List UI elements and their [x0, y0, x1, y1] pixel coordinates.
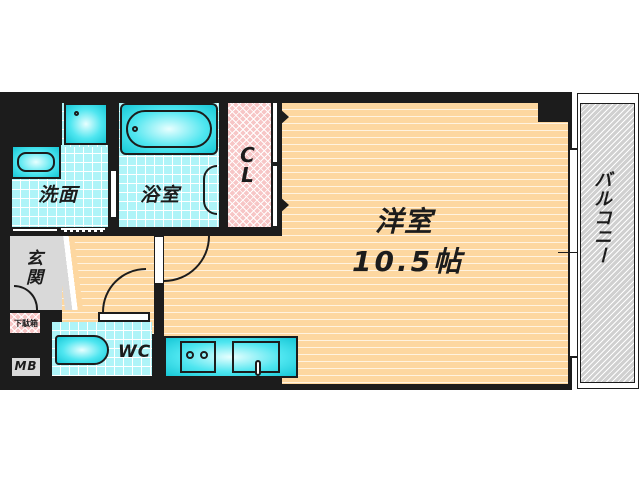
bathroom-partition: [110, 170, 117, 218]
entrance-label: 玄関: [26, 249, 44, 288]
bathroom-door[interactable]: [203, 165, 217, 215]
wash-basin-bowl: [17, 152, 55, 172]
closet-label: CL: [240, 143, 256, 187]
hall-wall: [154, 284, 164, 384]
bathroom-label: 浴室: [140, 184, 181, 206]
toilet-threshold: [98, 312, 150, 322]
western-room-floor: [282, 103, 568, 384]
washing-machine-drain-icon: [74, 111, 79, 116]
meter-box-label: MB: [14, 359, 38, 373]
washroom-threshold: [12, 228, 58, 232]
balcony: [580, 103, 635, 383]
bathtub-drain-icon: [132, 126, 138, 132]
toilet-label: WC: [118, 342, 152, 362]
burner-icon-left: [186, 351, 194, 359]
closet[interactable]: [228, 103, 272, 227]
balcony-label: バルコニー: [591, 170, 612, 265]
burner-icon-right: [200, 351, 208, 359]
western-room-size: 10.5帖: [352, 245, 465, 278]
wash-basin: [11, 145, 61, 179]
washroom-label: 洗面: [38, 184, 79, 206]
sink-faucet-icon: [255, 360, 261, 376]
washing-machine: [64, 103, 108, 145]
hall-door-frame: [154, 236, 164, 284]
shoe-box[interactable]: [10, 313, 40, 333]
closet-door-lower[interactable]: [271, 164, 279, 228]
washroom-door-rail[interactable]: [60, 227, 106, 233]
pillar: [538, 100, 572, 122]
closet-door-arrow-lower: [279, 196, 289, 214]
closet-door-arrow-upper: [279, 108, 289, 126]
shoe-box-label: 下駄箱: [14, 319, 38, 328]
toilet: [55, 335, 109, 365]
stove[interactable]: [180, 341, 216, 373]
closet-door-upper[interactable]: [271, 101, 279, 164]
bathtub-inner: [126, 110, 212, 148]
meter-box: [11, 357, 41, 377]
door-center-mark: [558, 252, 590, 253]
western-room-name: 洋室: [375, 205, 434, 238]
